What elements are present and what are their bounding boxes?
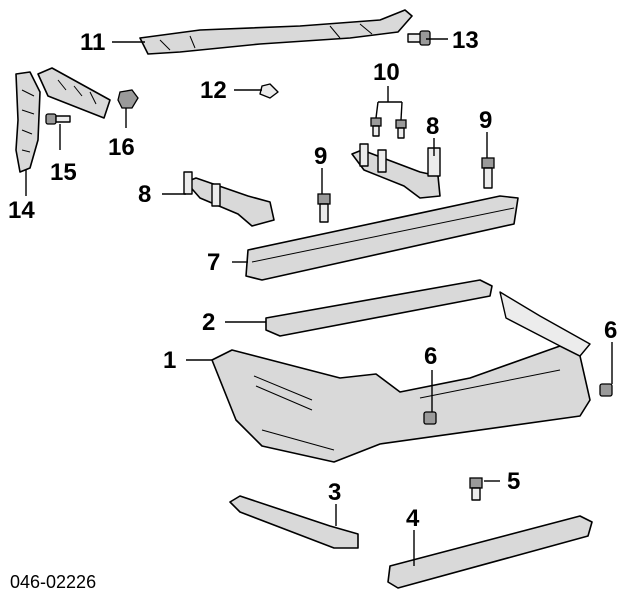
callout-9-right: 9	[479, 107, 492, 134]
part-13-clip	[407, 30, 431, 46]
part-8-right-bracket	[351, 143, 441, 199]
callout-14: 14	[8, 197, 35, 224]
callout-12: 12	[200, 77, 227, 104]
callout-16: 16	[108, 134, 135, 161]
part-7-reinforcement-beam	[245, 195, 519, 281]
part-8-left-bracket	[183, 171, 275, 227]
callout-2: 2	[202, 309, 215, 336]
callout-15: 15	[50, 159, 77, 186]
leader-lines	[25, 38, 613, 566]
diagram-code: 046-02226	[10, 572, 96, 592]
part-3-lower-moulding-left	[229, 495, 359, 549]
callout-7: 7	[207, 249, 220, 276]
part-9-bolt-left	[317, 193, 331, 223]
part-upper-side-bracket	[37, 67, 111, 119]
callout-8-left: 8	[138, 181, 151, 208]
callout-8-right: 8	[426, 113, 439, 140]
part-5-screw	[469, 477, 483, 501]
callout-6-center: 6	[424, 343, 437, 370]
part-16-nut	[117, 89, 139, 109]
part-1-bumper-cover	[211, 291, 613, 463]
part-4-lower-moulding-right	[387, 515, 593, 589]
part-9-bolt-right	[481, 157, 495, 189]
part-15-screw	[45, 113, 71, 125]
callout-9-left: 9	[314, 143, 327, 170]
callout-13: 13	[452, 27, 479, 54]
callout-4: 4	[406, 505, 420, 532]
callout-6-right: 6	[604, 317, 617, 344]
callout-5: 5	[507, 468, 520, 495]
callout-11: 11	[80, 29, 105, 56]
callout-3: 3	[328, 479, 341, 506]
part-2-absorber	[265, 279, 493, 337]
part-14-side-bracket	[15, 71, 41, 173]
part-11-retainer-strip	[139, 9, 413, 55]
part-12-clip	[259, 83, 279, 99]
callout-10: 10	[373, 59, 400, 86]
callout-1: 1	[163, 347, 176, 374]
part-10-bolts	[370, 117, 407, 139]
callout-labels: 1 2 3 4 5 6 6 7 8 8 9 9 10 11 12 13 14 1…	[8, 27, 617, 532]
